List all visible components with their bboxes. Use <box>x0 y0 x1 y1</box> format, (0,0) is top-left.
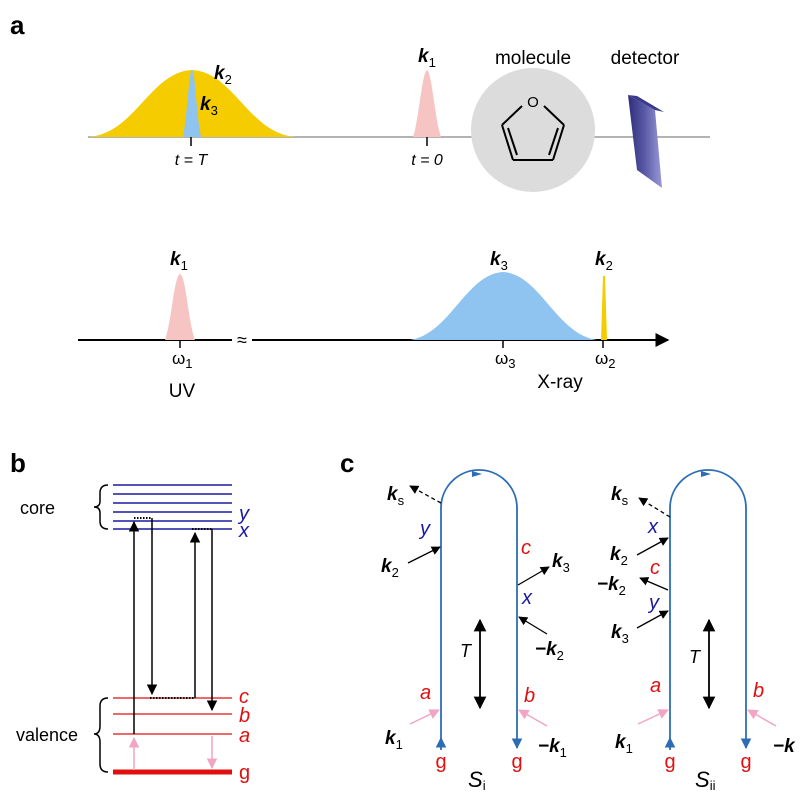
k3-pulse <box>183 70 201 137</box>
furan-structure <box>501 105 565 161</box>
sii-k3-label: k3 <box>611 622 629 646</box>
valence-levels <box>113 697 232 735</box>
sii-mk2-label: −k2 <box>597 574 626 598</box>
sii-mk2-arrow <box>639 577 669 591</box>
sii-c-label: c <box>650 557 660 579</box>
si-k3-arrow <box>517 566 550 586</box>
sii-loop <box>669 469 747 510</box>
si-ks-label: ks <box>387 484 405 508</box>
sii-k3-arrow <box>636 610 669 629</box>
si-T-label: T <box>460 641 473 661</box>
sii-k2-label: k2 <box>610 544 628 568</box>
sii-top-arrow <box>701 471 711 477</box>
k2-label: k2 <box>214 63 232 87</box>
k3-spectrum <box>410 272 597 340</box>
sii-a-label: a <box>650 675 661 697</box>
valence-label: valence <box>16 725 78 745</box>
core-levels <box>113 484 232 530</box>
si-mk2-label: −k2 <box>535 639 564 663</box>
k1-pulse <box>413 70 441 137</box>
level-c: c <box>239 686 249 708</box>
si-g-left: g <box>435 751 446 773</box>
uv-label: UV <box>169 381 196 402</box>
si-top-arrow <box>472 471 482 477</box>
core-brace <box>93 484 109 530</box>
detector-top <box>628 95 664 112</box>
detector-label: detector <box>611 48 680 69</box>
sii-y-label: y <box>647 592 660 614</box>
level-g: g <box>239 762 250 784</box>
si-a-label: a <box>420 682 431 704</box>
spec-k1-label: k1 <box>170 249 188 273</box>
oxygen-atom: O <box>527 94 539 111</box>
si-k2-label: k2 <box>381 556 399 580</box>
sii-b-label: b <box>753 680 764 702</box>
time-T-label: t = T <box>175 152 209 169</box>
sii-k1-arrow <box>637 709 669 725</box>
spec-k2-label: k2 <box>595 249 613 273</box>
spec-k3-label: k3 <box>490 249 508 273</box>
si-x-label: x <box>521 587 533 609</box>
si-b-label: b <box>524 685 535 707</box>
molecule-label: molecule <box>495 48 571 69</box>
time-0-label: t = 0 <box>411 152 443 169</box>
k3-label: k3 <box>200 94 218 118</box>
panel-label-b: b <box>10 448 26 478</box>
si-mk1-arrow <box>518 709 548 727</box>
molecule-circle <box>471 68 595 192</box>
k1-label: k1 <box>418 46 436 70</box>
sii-g-left: g <box>664 751 675 773</box>
sii-title: Sii <box>695 767 716 793</box>
sii-k2-arrow <box>636 537 669 556</box>
sii-mk-arrow <box>747 709 777 727</box>
si-k1-arrow <box>409 709 440 725</box>
sii-k1-label: k1 <box>615 732 633 756</box>
sii-ks-label: ks <box>611 484 629 508</box>
si-g-right: g <box>511 751 522 773</box>
si-c-label: c <box>521 537 531 559</box>
xray-label: X-ray <box>537 372 583 393</box>
detector-icon <box>628 95 662 188</box>
sii-g-right: g <box>740 751 751 773</box>
sii-T-label: T <box>689 647 702 667</box>
si-mk1-label: −k1 <box>538 736 567 760</box>
si-k3-label: k3 <box>552 551 570 575</box>
k1-spectrum <box>165 274 195 340</box>
diagram-si: ks y k2 c k3 x −k2 T a b k1 −k1 g g Si <box>381 469 570 793</box>
si-title: Si <box>468 767 486 793</box>
core-label: core <box>20 498 55 518</box>
valence-brace <box>93 697 109 773</box>
level-y: y <box>237 503 250 525</box>
omega1-label: ω1 <box>172 349 193 371</box>
omega3-label: ω3 <box>495 349 516 371</box>
level-x: x <box>238 520 250 542</box>
sii-x-label: x <box>647 516 659 538</box>
si-loop <box>440 469 518 510</box>
si-k2-arrow <box>407 546 441 564</box>
k2-spectrum <box>601 276 607 340</box>
sii-ks-arrow <box>638 497 671 518</box>
si-mk2-arrow <box>518 616 548 635</box>
si-y-label: y <box>418 518 431 540</box>
panel-label-c: c <box>340 448 354 478</box>
level-b: b <box>239 705 250 727</box>
panel-label-a: a <box>10 10 25 40</box>
omega2-label: ω2 <box>595 349 616 371</box>
si-k1-label: k1 <box>385 728 403 752</box>
si-ks-arrow <box>409 485 442 504</box>
level-a: a <box>239 725 250 747</box>
diagram-sii: ks x k2 c −k2 y k3 T a b k1 −k g g Sii <box>597 469 796 793</box>
sii-mk-label: −k <box>773 736 796 757</box>
axis-break: ≈ <box>237 330 247 350</box>
